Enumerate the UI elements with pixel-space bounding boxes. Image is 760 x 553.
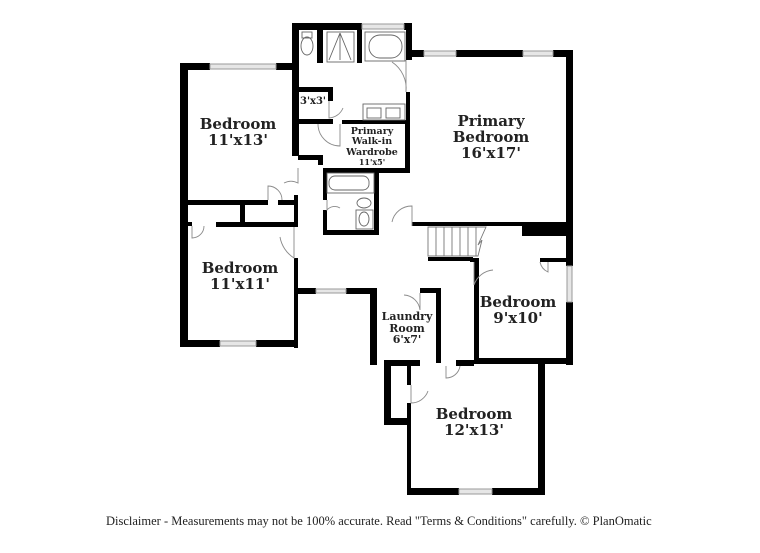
- hall-sink-icon: [355, 209, 374, 230]
- room-size: 12'x13': [444, 420, 504, 439]
- room-name: Bedroom: [199, 115, 277, 133]
- walls: [180, 23, 573, 495]
- room-label-bedroom-e: Bedroom 9'x10': [479, 293, 557, 327]
- doors: [191, 60, 549, 404]
- staircase: [427, 226, 487, 257]
- windows: [209, 23, 573, 495]
- room-size: 9'x10': [493, 308, 543, 327]
- room-label-bedroom-w: Bedroom 11'x11': [201, 259, 279, 293]
- shower-icon: [326, 31, 355, 63]
- room-label-bedroom-nw: Bedroom 11'x13': [199, 115, 277, 149]
- room-size: 11'x5': [358, 157, 386, 168]
- room-label-laundry: Laundry Room 6'x7': [382, 311, 433, 346]
- room-name-line: Room: [389, 321, 425, 335]
- room-name-line: Primary: [350, 126, 394, 137]
- room-name-line: Laundry: [381, 310, 433, 323]
- room-label-bedroom-s: Bedroom 12'x13': [435, 405, 513, 439]
- room-label-closet-3x3: 3'x3': [299, 96, 327, 108]
- room-size: 16'x17': [461, 143, 521, 162]
- disclaimer-text: Disclaimer - Measurements may not be 100…: [106, 514, 652, 528]
- room-name-line: Primary: [457, 112, 525, 130]
- bathtub-icon: [364, 31, 406, 62]
- hall-bathtub-icon: [326, 172, 375, 194]
- room-name-line: Wardrobe: [346, 146, 398, 158]
- room-size: 6'x7': [392, 333, 422, 347]
- hall-toilet-icon: [356, 197, 372, 209]
- room-name-line: Walk-in: [351, 136, 393, 148]
- room-size: 3'x3': [299, 96, 327, 107]
- room-name: Bedroom: [435, 405, 513, 423]
- vanity-icon: [362, 103, 406, 121]
- room-size: 11'x13': [208, 130, 268, 149]
- room-name: Bedroom: [201, 259, 279, 277]
- room-name: Bedroom: [479, 293, 557, 311]
- toilet-icon: [300, 36, 314, 56]
- room-name-line: Bedroom: [452, 127, 530, 146]
- room-size: 11'x11': [210, 274, 270, 293]
- room-label-primary-walkin: Primary Walk-in Wardrobe 11'x5': [346, 126, 398, 168]
- toilet-tank-icon: [301, 31, 313, 39]
- room-label-primary-bedroom: Primary Bedroom 16'x17': [452, 112, 530, 162]
- fixtures: [300, 31, 406, 230]
